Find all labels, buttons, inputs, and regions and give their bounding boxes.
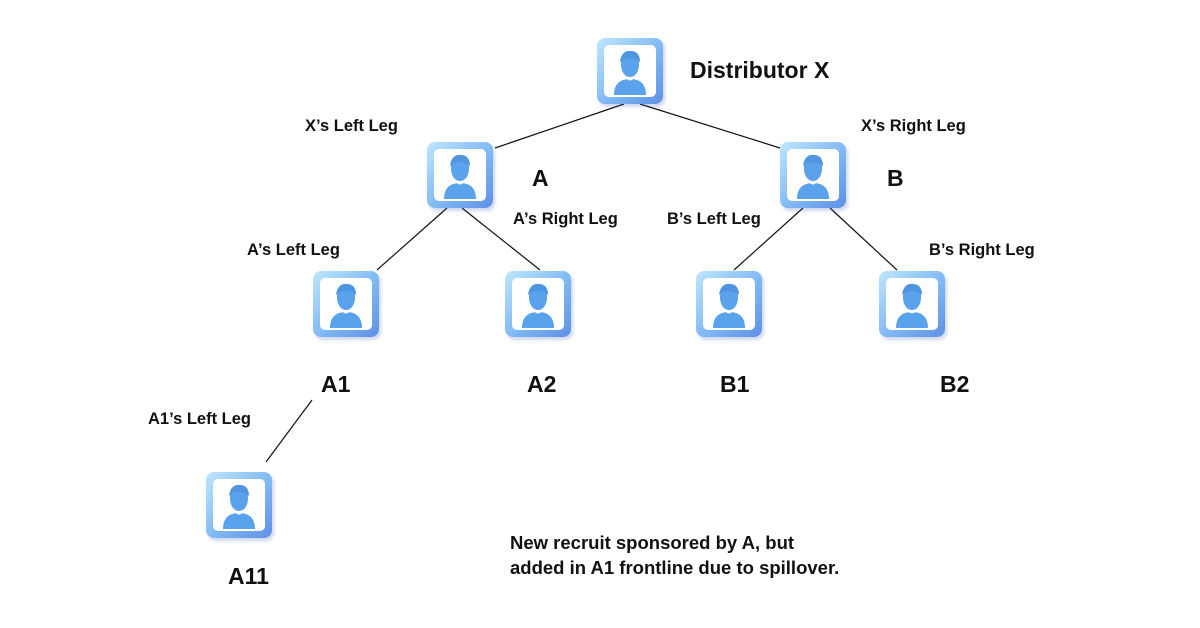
node-label-b: B [887, 165, 904, 191]
person-avatar-icon [522, 283, 554, 328]
node-a11 [206, 472, 272, 538]
edge-b-b1 [733, 207, 804, 271]
leg-label-a1-left: A1’s Left Leg [148, 410, 251, 428]
node-b [780, 142, 846, 208]
leg-label-a-left: A’s Left Leg [247, 241, 340, 259]
edge-x-b [639, 103, 781, 149]
node-label-b1: B1 [720, 371, 750, 397]
person-avatar-icon [797, 154, 829, 199]
edge-a1-a11 [265, 399, 313, 463]
node-label-a: A [532, 165, 549, 191]
spillover-note: New recruit sponsored by A, but added in… [510, 530, 839, 580]
node-label-a2: A2 [527, 371, 557, 397]
person-avatar-icon [444, 154, 476, 199]
person-avatar-icon [614, 50, 646, 95]
node-b1 [696, 271, 762, 337]
node-label-distributor-x: Distributor X [690, 57, 830, 83]
node-a [427, 142, 493, 208]
node-label-a11: A11 [228, 563, 269, 589]
leg-label-b-right: B’s Right Leg [929, 241, 1035, 259]
edge-a-a2 [461, 207, 541, 271]
node-label-a1: A1 [321, 371, 351, 397]
person-avatar-icon [223, 484, 255, 529]
node-b2 [879, 271, 945, 337]
node-a1 [313, 271, 379, 337]
leg-label-a-right: A’s Right Leg [513, 210, 618, 228]
node-label-b2: B2 [940, 371, 970, 397]
person-avatar-icon [330, 283, 362, 328]
edge-a-a1 [376, 207, 448, 271]
person-avatar-icon [896, 283, 928, 328]
node-distributor-x [597, 38, 663, 104]
spillover-note-line-1: New recruit sponsored by A, but [510, 532, 795, 553]
node-a2 [505, 271, 571, 337]
leg-label-x-left: X’s Left Leg [305, 117, 398, 135]
leg-label-x-right: X’s Right Leg [861, 117, 966, 135]
edge-x-a [494, 103, 625, 149]
person-avatar-icon [713, 283, 745, 328]
edge-b-b2 [829, 207, 898, 271]
leg-label-b-left: B’s Left Leg [667, 210, 761, 228]
spillover-note-line-2: added in A1 frontline due to spillover. [510, 557, 840, 578]
